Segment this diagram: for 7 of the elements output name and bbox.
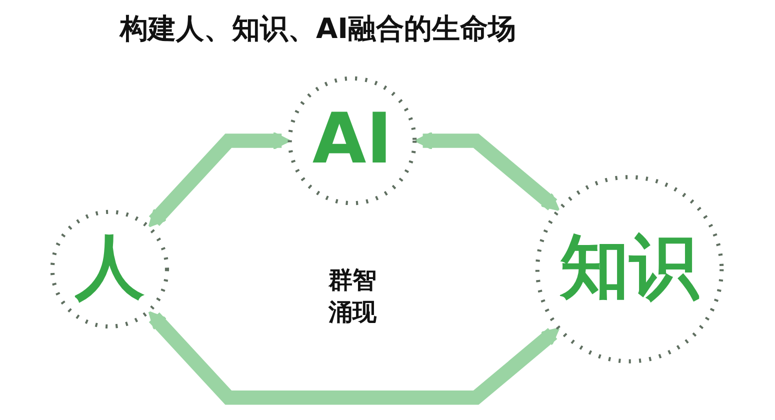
diagram-title: 构建人、知识、AI融合的生命场 [120, 11, 516, 47]
center-label: 群智涌现 [327, 265, 378, 328]
circle-node: AI [288, 76, 418, 206]
circle-node: 知识 [536, 175, 724, 364]
double-arrow [148, 311, 560, 405]
circle-node: 人 [50, 210, 170, 329]
double-arrow [415, 132, 560, 211]
